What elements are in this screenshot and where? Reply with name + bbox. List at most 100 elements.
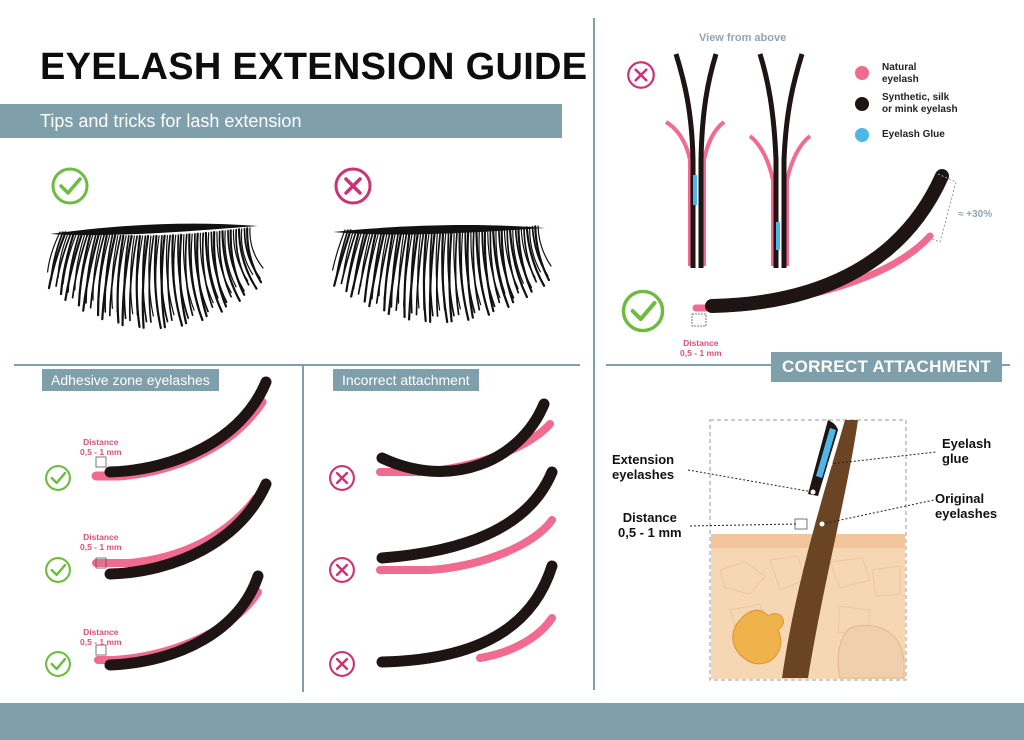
eyelash-strand (495, 230, 506, 294)
eyelash-strand (201, 232, 214, 308)
adhesive-zone-diagrams (44, 376, 272, 678)
eyelash-strand (383, 232, 396, 301)
eyelash-strand (403, 232, 411, 319)
eyelash-strand (59, 232, 75, 296)
eyelash-strand (383, 232, 394, 312)
eyelash-strand (101, 234, 117, 321)
eyelash-strand (166, 234, 173, 322)
eyelash-strand (534, 225, 550, 282)
eyelash-strand (55, 232, 72, 287)
eyelash-strand (332, 229, 346, 271)
eyelash-strand (235, 228, 250, 286)
eyelash-strand (506, 228, 520, 294)
incorrect-row-1 (328, 398, 554, 492)
eyelash-strand (196, 232, 208, 318)
eyelash-strand (348, 230, 363, 282)
eyelash-strand (415, 233, 425, 316)
incorrect-row-2 (328, 466, 558, 584)
vertical-divider-left (302, 366, 304, 692)
eyelash-strand (375, 232, 391, 304)
eyelash-strand (350, 230, 369, 298)
lash-pair-right (748, 53, 812, 268)
eyelash-strand (108, 234, 122, 317)
eyelash-strand (249, 227, 264, 269)
adhesive-section-label: Adhesive zone eyelashes (42, 369, 219, 391)
eyelash-strand (458, 232, 470, 321)
eyelash-strand (417, 233, 422, 309)
eyelash-strand (500, 229, 515, 304)
eyelash-strand (246, 227, 263, 284)
eyelash-strand (79, 233, 94, 296)
view-from-above-label: View from above (699, 32, 787, 44)
cross-circle-icon (328, 556, 356, 584)
eyelash-strand (333, 229, 352, 287)
eyelash-strand (121, 234, 133, 327)
horizontal-divider-left (14, 364, 580, 366)
eyelash-strand (82, 233, 100, 312)
legend-dot-synthetic (855, 97, 869, 111)
eyelash-strand (478, 231, 487, 303)
page-title: EYELASH EXTENSION GUIDE (40, 46, 588, 88)
eyelash-strand (221, 230, 241, 302)
subtitle-banner (0, 104, 562, 138)
view-from-above-diagram (600, 53, 957, 360)
eyelash-strand (128, 235, 138, 322)
adhesive-row-3 (44, 570, 264, 678)
eyelash-strand (492, 229, 510, 308)
check-circle-icon (623, 291, 662, 330)
eyelash-strand (218, 230, 232, 298)
eyelash-strand (363, 231, 377, 303)
eyelash-strand (387, 232, 402, 316)
eyelash-strand (212, 231, 228, 308)
legend-glue: Eyelash Glue (882, 129, 945, 140)
eyelash-strand (423, 233, 430, 310)
cross-circle-icon (328, 464, 356, 492)
eyelash-strand (517, 227, 533, 293)
eyelash-strand (116, 235, 127, 313)
eyelash-strand (178, 233, 188, 325)
incorrect-row-3 (328, 560, 558, 678)
eyelash-strand (216, 231, 232, 294)
eyelash-strand (240, 228, 254, 275)
legend-dot-natural (855, 66, 869, 80)
eyelash-strand (190, 233, 200, 308)
cross-circle-icon (334, 167, 372, 205)
eyelash-strand (483, 230, 495, 313)
eyelash-strand (528, 226, 541, 273)
eyelash-strand (472, 231, 481, 311)
eyelash-strand (489, 230, 501, 304)
eyelash-strand (237, 228, 258, 290)
anatomy-diagram (687, 419, 937, 681)
growth-percentage: ≈ +30% (958, 209, 993, 220)
eyelash-strand (408, 232, 419, 321)
eyelash-strand (160, 234, 166, 329)
eyelash-strand (97, 234, 111, 306)
eyelash-strand (111, 235, 119, 309)
check-circle-icon (44, 556, 72, 584)
eyelash-strand (460, 232, 466, 308)
eyelash-strand (204, 231, 223, 313)
eyelash-strand (345, 230, 361, 293)
adhesive-row-2 (44, 478, 272, 584)
eyelash-strand (173, 234, 180, 314)
eyelash-strand (512, 228, 524, 284)
eyelash-strand (71, 233, 89, 299)
eyelash-strand (340, 230, 358, 285)
eyelash-strand (207, 232, 219, 299)
eyelash-strand (92, 234, 102, 301)
check-circle-icon (44, 464, 72, 492)
eyelash-strand (537, 225, 552, 267)
eyelash-strand (155, 235, 160, 317)
eyelash-strand (365, 231, 380, 292)
eyelash-strand (77, 233, 92, 307)
eyelash-strand (525, 226, 546, 287)
check-circle-icon (44, 650, 72, 678)
